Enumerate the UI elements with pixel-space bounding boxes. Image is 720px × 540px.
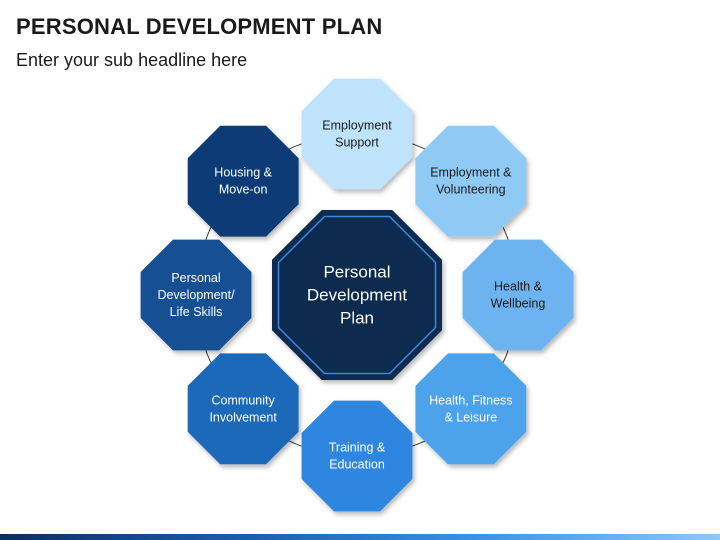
node-7-label-line-2: Development/ — [157, 288, 235, 302]
node-3-label-line-1: Health & — [494, 280, 543, 294]
center-label-line-1: Personal — [323, 263, 390, 282]
node-5-label-line-2: Education — [329, 458, 385, 472]
node-8: Housing & Move-on — [187, 125, 299, 237]
bottom-accent-bar — [0, 534, 720, 540]
node-3: Health & Wellbeing — [462, 239, 574, 351]
node-2-label-line-1: Employment & — [430, 166, 512, 180]
node-7-label-line-3: Life Skills — [170, 305, 223, 319]
node-2-octagon — [415, 125, 527, 237]
node-8-label-line-2: Move-on — [219, 183, 268, 197]
node-4-label-line-2: & Leisure — [444, 410, 497, 424]
node-6-label-line-1: Community — [212, 393, 276, 407]
node-3-label-line-2: Wellbeing — [491, 297, 546, 311]
node-7-label-line-1: Personal — [171, 271, 220, 285]
node-2: Employment & Volunteering — [415, 125, 527, 237]
node-2-label-line-2: Volunteering — [436, 183, 506, 197]
node-6-octagon — [187, 353, 299, 465]
center-inner-outline — [277, 215, 437, 375]
node-3-octagon — [462, 239, 574, 351]
node-5: Training & Education — [301, 400, 413, 512]
node-4: Health, Fitness & Leisure — [415, 353, 527, 465]
page-subtitle: Enter your sub headline here — [16, 50, 248, 70]
node-7-octagon — [140, 239, 252, 351]
center-label-line-3: Plan — [340, 309, 374, 328]
node-8-label-line-1: Housing & — [214, 166, 272, 180]
node-5-label-line-1: Training & — [329, 441, 386, 455]
node-5-octagon — [301, 400, 413, 512]
node-1-label-line-1: Employment — [322, 119, 392, 133]
center-label-line-2: Development — [307, 286, 407, 305]
node-6-label-line-2: Involvement — [209, 410, 277, 424]
page-title: PERSONAL DEVELOPMENT PLAN — [16, 14, 383, 39]
node-1-octagon — [301, 78, 413, 190]
node-8-octagon — [187, 125, 299, 237]
node-4-octagon — [415, 353, 527, 465]
node-1-label-line-2: Support — [335, 136, 379, 150]
center-octagon — [272, 210, 442, 380]
node-4-label-line-1: Health, Fitness — [429, 393, 512, 407]
